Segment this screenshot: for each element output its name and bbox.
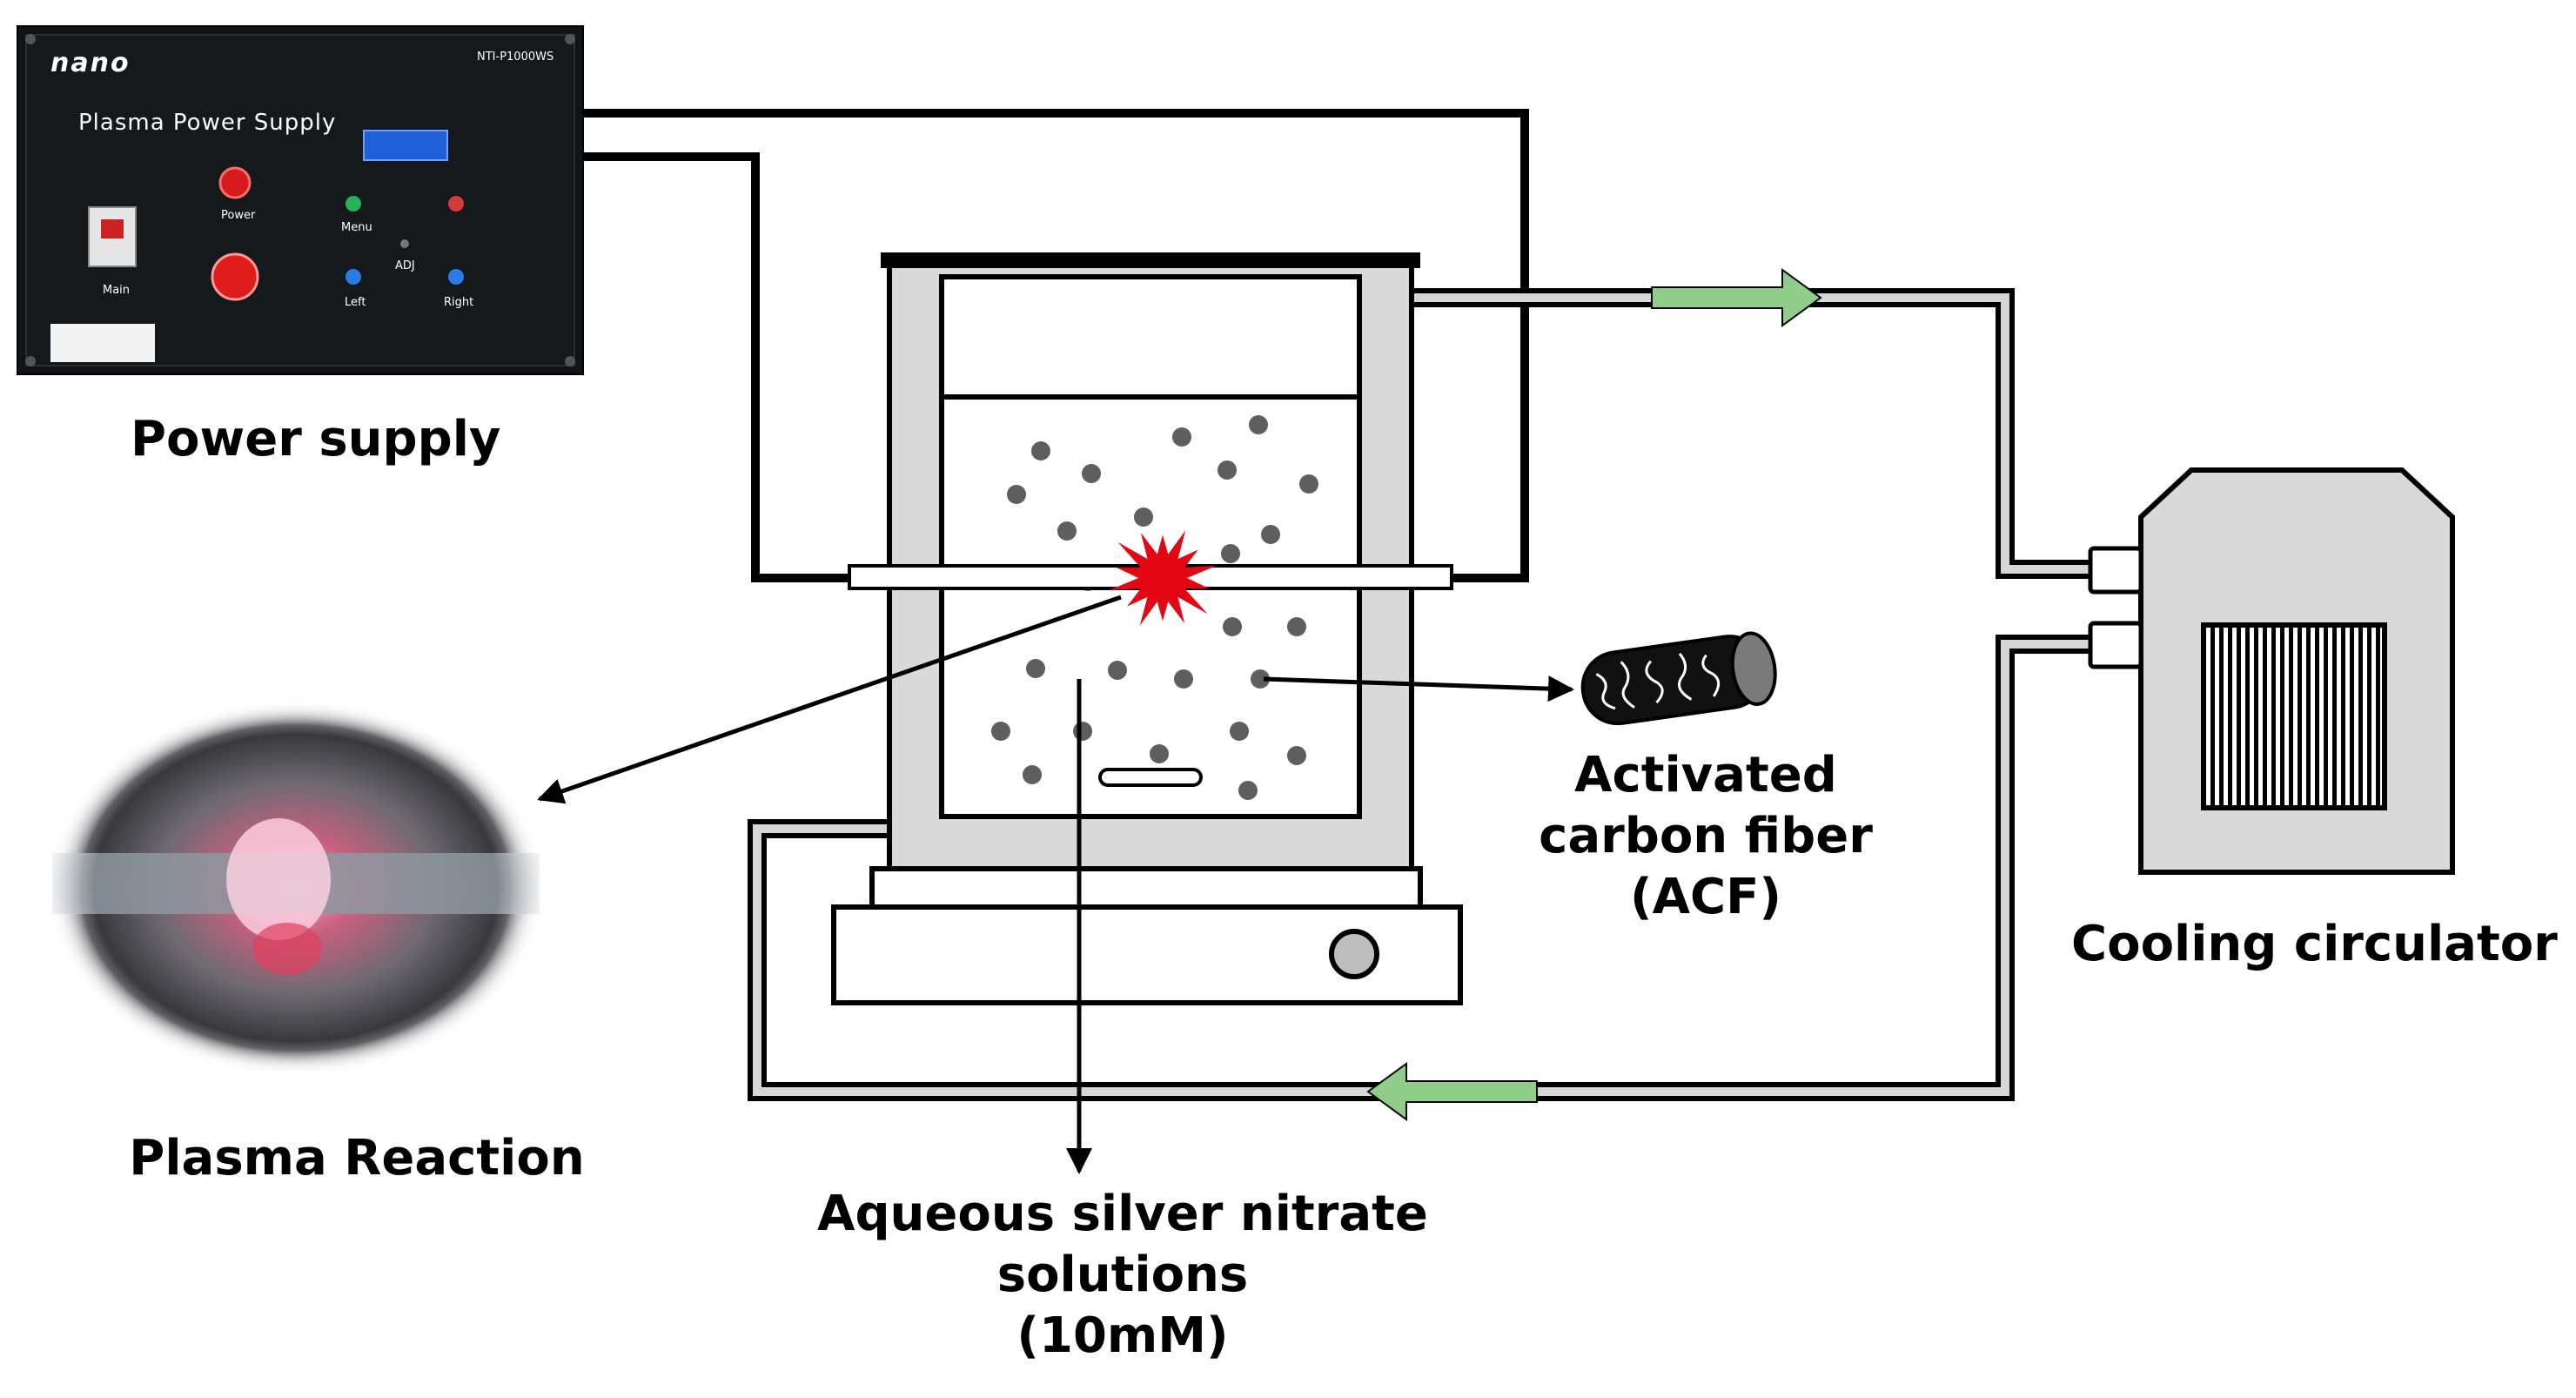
stir-bar [1098, 768, 1203, 787]
particle-dot [1150, 744, 1169, 763]
cooling-circulator-unit [2088, 467, 2455, 875]
acf-caption: Activated carbon fiber (ACF) [1497, 745, 1915, 928]
plasma-reaction-photo [44, 696, 548, 1079]
power-supply-caption: Power supply [131, 411, 501, 467]
start-button [448, 196, 464, 212]
main-switch-label: Main [103, 284, 131, 297]
right-button-label: Right [444, 296, 474, 309]
pointer-lines [537, 595, 1574, 1174]
particle-dot [1238, 781, 1258, 800]
cooling-circulator-caption: Cooling circulator [2071, 916, 2558, 972]
inlet-port [2088, 621, 2143, 669]
particle-dot [1249, 415, 1268, 434]
particle-dot [1108, 661, 1127, 680]
right-button [448, 269, 464, 285]
acf-caption-line2: carbon fiber [1539, 808, 1873, 864]
particle-dot [1031, 441, 1050, 460]
particle-dot [1221, 544, 1240, 563]
lcd-display [363, 130, 448, 161]
particle-dot [1057, 521, 1077, 541]
particle-dot [1261, 525, 1280, 544]
menu-button [345, 196, 361, 212]
particle-dot [1251, 669, 1270, 689]
power-button-label: Power [221, 209, 256, 222]
outlet-port [2088, 546, 2143, 595]
acf-particles [991, 415, 1318, 800]
flow-arrow-outlet [1651, 268, 1822, 327]
particle-dot [1073, 722, 1092, 741]
acf-caption-line1: Activated [1574, 747, 1837, 803]
solution-caption: Aqueous silver nitrate solutions (10mM) [783, 1184, 1462, 1367]
flow-arrow-return [1366, 1062, 1538, 1121]
plasma-spark-icon [1109, 530, 1217, 626]
particle-dot [1287, 617, 1306, 636]
vent-grille [2201, 622, 2387, 810]
particle-dot [1023, 765, 1042, 784]
solution-caption-line3: (10mM) [1016, 1307, 1229, 1364]
power-supply-unit [17, 25, 584, 375]
brand-logo: nano [50, 48, 131, 78]
plasma-reaction-caption: Plasma Reaction [129, 1130, 585, 1186]
power-wires [583, 109, 1529, 582]
adj-knob [400, 239, 409, 248]
particle-dot [1007, 485, 1026, 504]
emergency-stop-button [211, 252, 259, 301]
panel-title: Plasma Power Supply [78, 110, 337, 136]
particle-dot [1174, 669, 1193, 689]
stirrer-knob [1329, 929, 1379, 979]
particle-dot [991, 722, 1010, 741]
particle-dot [1134, 507, 1153, 527]
particle-dot [1026, 659, 1045, 678]
particle-dot [1299, 474, 1318, 494]
activated-carbon-fiber-icon [1580, 631, 1777, 726]
adj-label: ADJ [395, 259, 415, 272]
particle-dot [1082, 464, 1101, 483]
label-sticker [50, 324, 155, 362]
particle-dot [1230, 722, 1249, 741]
solution-caption-line2: solutions [996, 1247, 1249, 1303]
menu-button-label: Menu [341, 221, 372, 234]
acf-caption-line3: (ACF) [1630, 869, 1781, 925]
particle-dot [1223, 617, 1242, 636]
solution-caption-line1: Aqueous silver nitrate [817, 1186, 1428, 1242]
model-number: NTI-P1000WS [477, 50, 554, 64]
reactor-vessel [831, 252, 1463, 1005]
particle-dot [1287, 746, 1306, 765]
particle-dot [1172, 427, 1191, 447]
left-button [345, 269, 361, 285]
particle-dot [1218, 460, 1237, 480]
power-button [218, 166, 252, 199]
left-button-label: Left [345, 296, 366, 309]
